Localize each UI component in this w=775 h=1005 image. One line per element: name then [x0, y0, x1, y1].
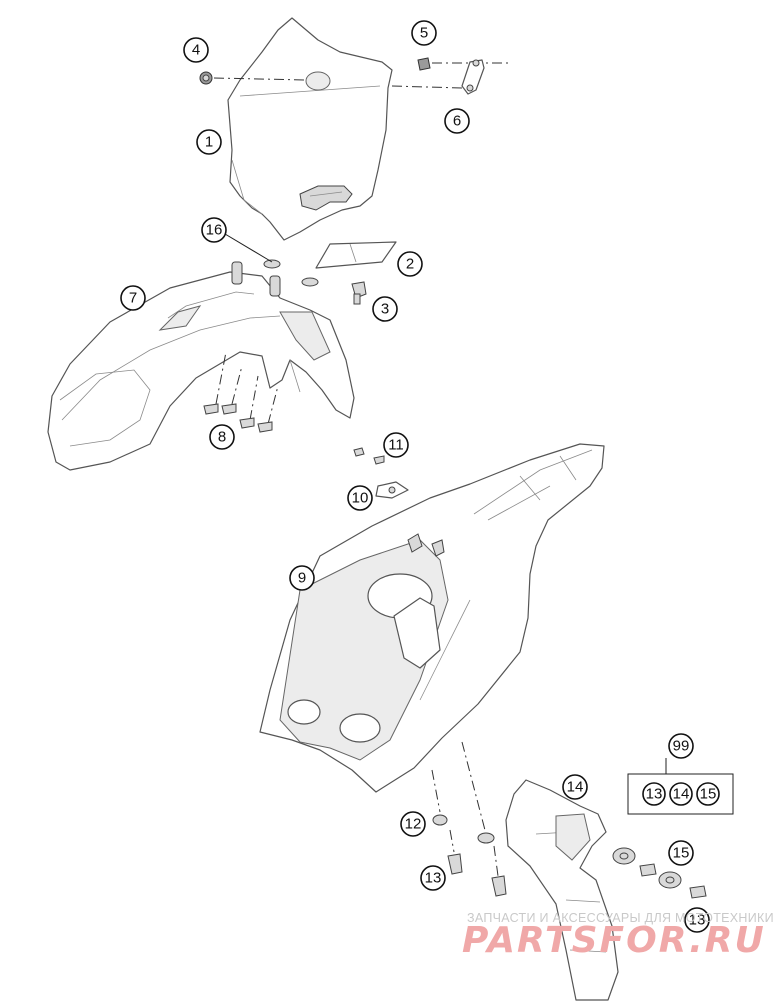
rear-fender — [259, 443, 605, 793]
svg-text:16: 16 — [206, 222, 223, 239]
screws-11 — [353, 447, 385, 465]
callout-8[interactable]: 8 — [209, 424, 235, 450]
svg-text:13: 13 — [425, 870, 442, 887]
callout-6[interactable]: 6 — [444, 108, 470, 134]
callout-10[interactable]: 10 — [347, 485, 373, 511]
number-plate — [227, 17, 393, 241]
svg-text:12: 12 — [405, 816, 422, 833]
svg-text:1: 1 — [205, 134, 213, 151]
callout-3[interactable]: 3 — [372, 296, 398, 322]
watermark-logo-text: PARTSFOR.RU — [462, 920, 766, 961]
kit-item-13: 13 — [642, 782, 666, 806]
svg-text:8: 8 — [218, 429, 226, 446]
callout-4[interactable]: 4 — [183, 37, 209, 63]
bushings-12 — [431, 741, 495, 844]
svg-text:15: 15 — [673, 845, 690, 862]
callout-5[interactable]: 5 — [411, 20, 437, 46]
callout-7[interactable]: 7 — [120, 285, 146, 311]
svg-text:5: 5 — [420, 25, 428, 42]
kit-item-15: 15 — [696, 782, 720, 806]
callouts: 1 2 3 4 5 6 7 8 9 10 11 12 13 13 14 15 1… — [120, 20, 710, 933]
kit-99[interactable]: 99 13 14 15 — [627, 733, 734, 815]
nut-4 — [199, 71, 307, 85]
callout-1[interactable]: 1 — [196, 129, 222, 155]
svg-text:13: 13 — [689, 912, 706, 929]
callout-16[interactable]: 16 — [201, 217, 227, 243]
rubber-grommets-16 — [263, 259, 319, 287]
svg-text:6: 6 — [453, 113, 461, 130]
callout-11[interactable]: 11 — [383, 432, 409, 458]
callout-13a[interactable]: 13 — [420, 865, 446, 891]
svg-text:11: 11 — [388, 437, 404, 454]
svg-text:4: 4 — [192, 42, 200, 59]
watermark: ЗАПЧАСТИ И АКСЕССУАРЫ ДЛЯ МОТОТЕХНИКИ PA… — [462, 911, 774, 961]
svg-text:15: 15 — [700, 786, 717, 803]
callout-9[interactable]: 9 — [289, 565, 315, 591]
svg-text:3: 3 — [381, 301, 389, 318]
callout-14[interactable]: 14 — [562, 774, 588, 800]
svg-text:7: 7 — [129, 290, 137, 307]
side-cover-14 — [505, 779, 619, 1001]
front-fender — [47, 261, 355, 471]
svg-text:14: 14 — [567, 779, 584, 796]
clip-nut-10 — [375, 481, 409, 499]
bracket-assembly — [391, 57, 510, 95]
watermark-tagline: ЗАПЧАСТИ И АКСЕССУАРЫ ДЛЯ МОТОТЕХНИКИ — [467, 911, 774, 925]
kit-item-14: 14 — [669, 782, 693, 806]
decal-sticker — [315, 241, 397, 269]
svg-text:14: 14 — [673, 786, 690, 803]
callout-15[interactable]: 15 — [668, 840, 694, 866]
svg-text:2: 2 — [406, 256, 414, 273]
callout-2[interactable]: 2 — [397, 251, 423, 277]
svg-text:13: 13 — [646, 786, 663, 803]
callout-13b[interactable]: 13 — [684, 907, 710, 933]
svg-text:9: 9 — [298, 570, 306, 587]
fender-screws-8 — [203, 351, 279, 433]
washers-15 — [612, 847, 682, 889]
kit-label: 99 — [673, 738, 690, 755]
svg-text:10: 10 — [352, 490, 369, 507]
bolts-13 — [447, 829, 707, 899]
callout-12[interactable]: 12 — [400, 811, 426, 837]
screw-3 — [351, 281, 367, 305]
